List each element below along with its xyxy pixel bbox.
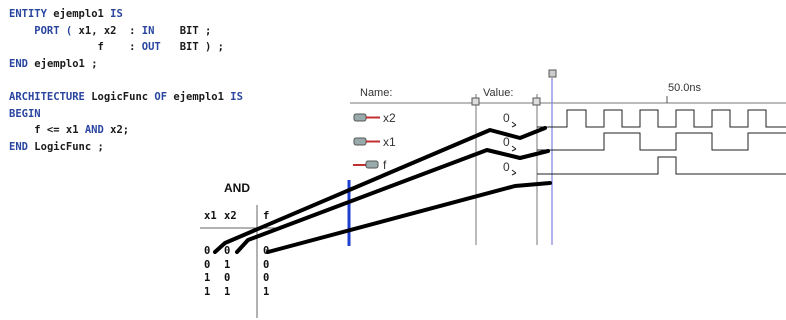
code-keyword: END — [9, 140, 35, 153]
value-arrow-x2 — [511, 121, 517, 128]
truth-table-cell: 1 — [224, 258, 231, 271]
code-text: ejemplo1 — [53, 8, 111, 20]
code-text: x2; — [110, 124, 130, 137]
truth-table-header-x2: x2 — [224, 210, 237, 222]
truth-table-cell: 1 — [204, 272, 211, 284]
code-text: ejemplo1 — [173, 90, 231, 103]
truth-table-cell: 0 — [204, 258, 211, 271]
connector-f — [266, 181, 552, 254]
code-line: f <= x1 AND x2; — [9, 122, 243, 139]
code-line: ENTITY ejemplo1 IS — [9, 6, 243, 23]
vhdl-code: ENTITY ejemplo1 IS PORT ( x1, x2 : IN BI… — [9, 6, 243, 155]
code-text: f <= x1 — [9, 124, 85, 137]
code-keyword: END — [9, 57, 35, 70]
truth-table-cell: 0 — [263, 272, 270, 284]
truth-table-cell: 1 — [224, 285, 231, 298]
value-column-handle — [532, 97, 541, 106]
name-column-handle — [471, 97, 480, 106]
output-icon-f — [353, 160, 379, 169]
waveform-x1 — [537, 132, 786, 151]
value-arrow-x1 — [511, 145, 517, 152]
signal-value-f: 0 — [503, 160, 510, 174]
input-icon-x2 — [353, 113, 380, 122]
code-text: BIT ; — [154, 24, 212, 37]
truth-table-cell: 0 — [204, 245, 211, 257]
code-keyword: AND — [84, 124, 111, 137]
code-keyword: OUT — [141, 41, 161, 54]
connector-x2 — [235, 148, 550, 254]
signal-value-x1: 0 — [503, 135, 510, 149]
code-keyword: PORT ( — [9, 24, 79, 37]
time-cursor-handle — [548, 69, 557, 78]
code-line: f : OUT BIT ) ; — [9, 39, 243, 56]
code-line: END ejemplo1 ; — [9, 56, 243, 73]
code-text: LogicFunc ; — [34, 140, 104, 153]
truth-table-header-f: f — [263, 210, 270, 222]
connector-x1 — [213, 126, 547, 254]
waveform-name-header: Name: — [360, 87, 393, 99]
truth-table-cell: 0 — [263, 258, 270, 271]
code-text: LogicFunc — [91, 90, 155, 103]
truth-table-cell: 1 — [204, 285, 211, 298]
code-keyword: OF — [154, 90, 174, 103]
waveform-value-header: Value: — [483, 87, 514, 99]
code-keyword: ENTITY — [9, 8, 54, 20]
code-text: f : — [9, 41, 142, 54]
truth-table-cell: 1 — [263, 285, 270, 298]
code-line: END LogicFunc ; — [9, 139, 243, 156]
truth-table-header-x1: x1 — [204, 210, 217, 222]
code-keyword: BEGIN — [9, 107, 41, 120]
input-icon-x1 — [353, 137, 380, 146]
signal-name-x2: x2 — [383, 111, 396, 125]
code-keyword: IN — [141, 24, 155, 37]
truth-table-cell: 0 — [224, 245, 231, 257]
waveform-time-label: 50.0ns — [668, 82, 702, 94]
truth-table-cell: 0 — [263, 245, 270, 257]
value-arrow-f — [511, 169, 517, 176]
code-keyword: IS — [230, 90, 243, 103]
signal-name-f: f — [383, 158, 387, 172]
waveform-x2 — [537, 109, 786, 128]
code-keyword: IS — [110, 8, 123, 20]
truth-table-cell: 0 — [224, 272, 231, 284]
signal-name-x1: x1 — [383, 135, 396, 149]
waveform-f — [537, 156, 786, 175]
code-line: ARCHITECTURE LogicFunc OF ejemplo1 IS — [9, 89, 243, 106]
code-line: PORT ( x1, x2 : IN BIT ; — [9, 23, 243, 40]
truth-table-title: AND — [224, 181, 250, 195]
signal-value-x2: 0 — [503, 111, 510, 125]
code-text: ejemplo1 ; — [34, 57, 98, 70]
code-text: x1, x2 : — [78, 24, 142, 37]
code-keyword: ARCHITECTURE — [9, 90, 92, 103]
code-text: BIT ) ; — [160, 41, 224, 54]
code-line: BEGIN — [9, 106, 243, 123]
